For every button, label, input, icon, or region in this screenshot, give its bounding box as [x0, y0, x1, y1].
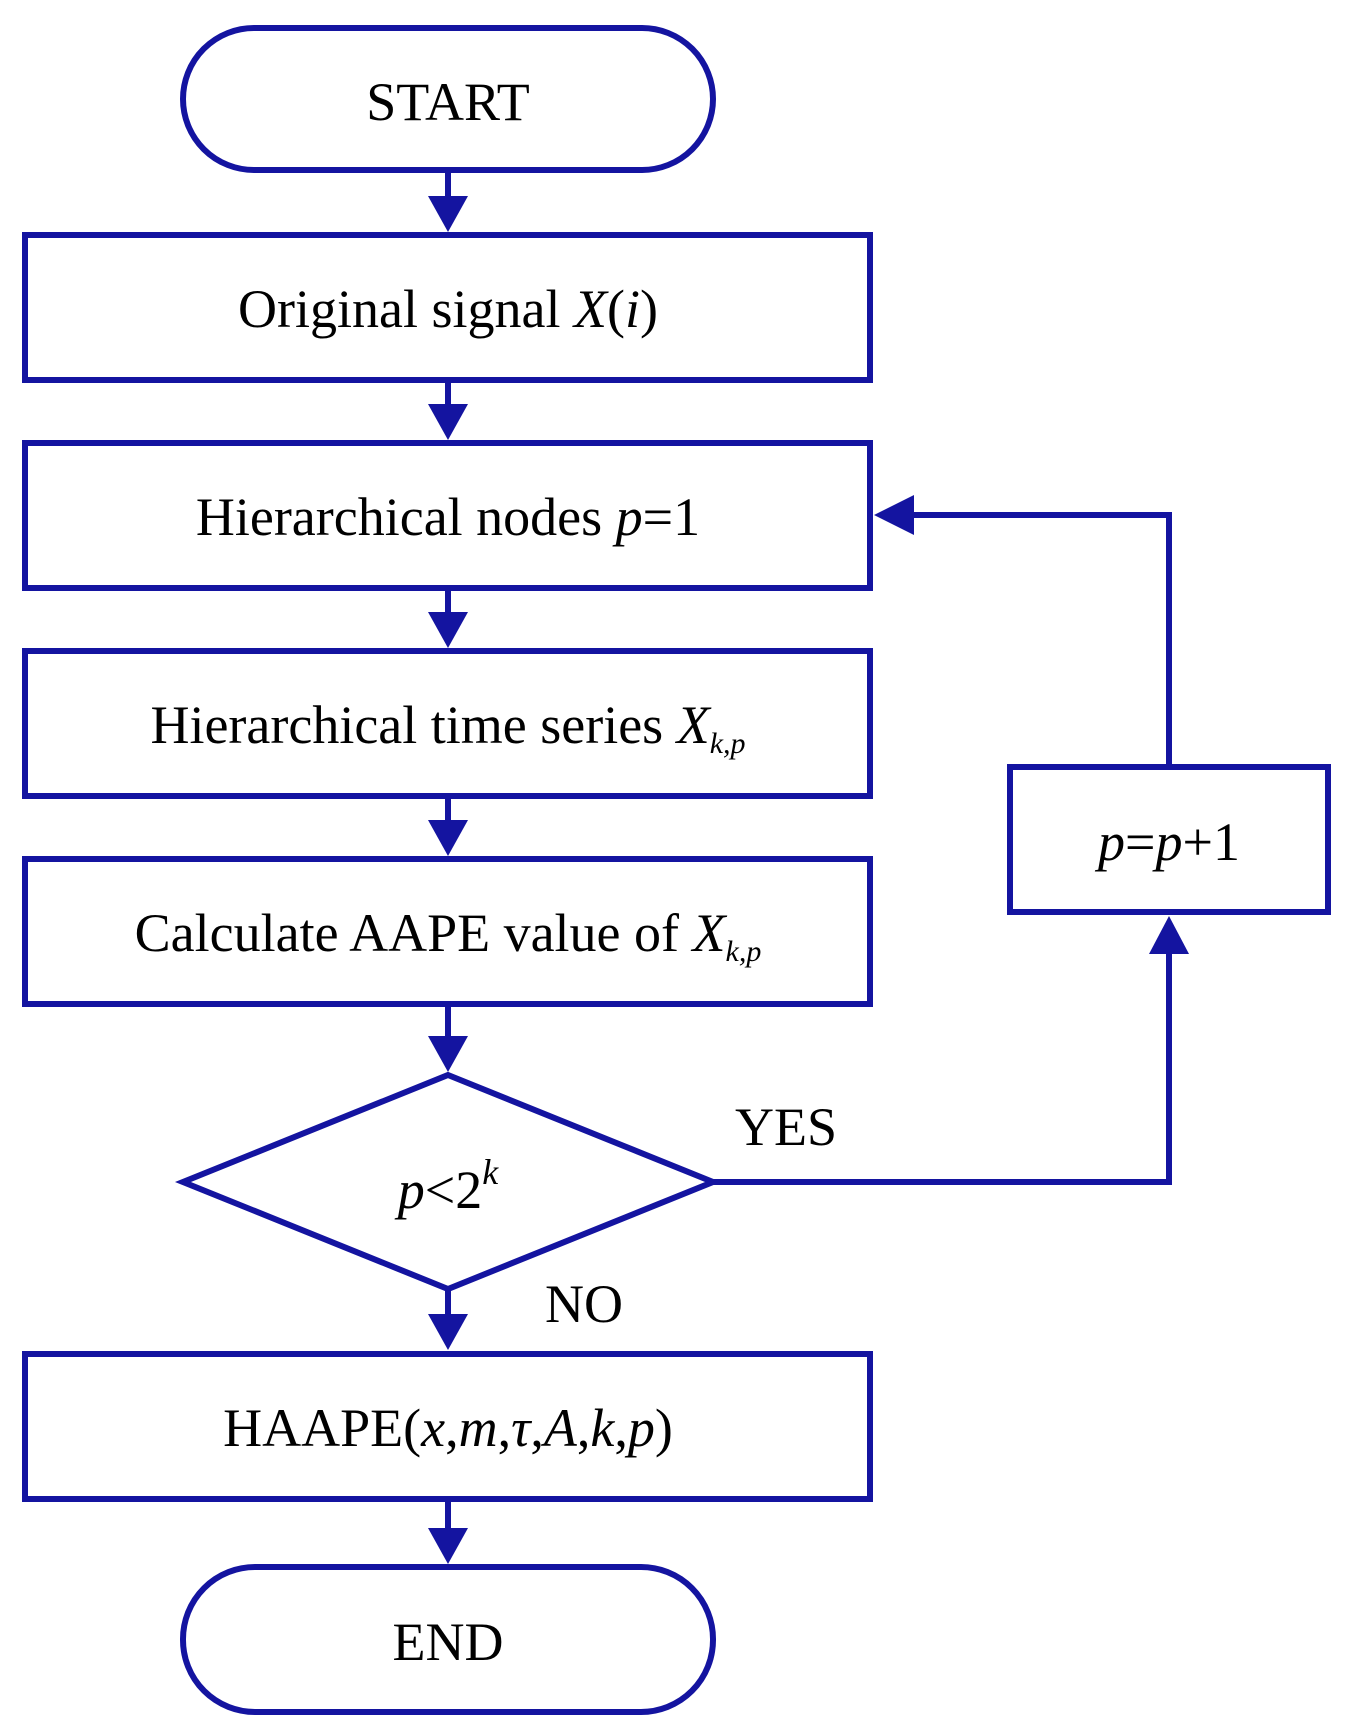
yes-label: YES	[735, 1097, 837, 1157]
hierarchical-nodes-label: Hierarchical nodes p=1	[196, 487, 700, 547]
decision-label: p<2k	[394, 1152, 499, 1220]
original-signal-box	[22, 232, 873, 383]
arrow-haape-to-end	[428, 1499, 468, 1564]
end-label: END	[393, 1612, 504, 1672]
hierarchical-series-label: Hierarchical time series Xk,p	[150, 695, 745, 760]
arrow-original-to-nodes	[428, 380, 468, 440]
arrow-yes-to-increment	[713, 916, 1189, 1185]
hierarchical-nodes-box	[22, 440, 873, 591]
arrow-start-to-original	[428, 170, 468, 232]
calculate-aape-label: Calculate AAPE value of Xk,p	[135, 903, 762, 968]
original-signal-label: Original signal X(i)	[238, 279, 658, 339]
start-label: START	[366, 72, 529, 132]
haape-label: HAAPE(x,m,τ,A,k,p)	[223, 1398, 673, 1458]
arrow-calculate-to-decision	[428, 1004, 468, 1072]
arrow-nodes-to-series	[428, 588, 468, 648]
arrow-series-to-calculate	[428, 796, 468, 856]
hierarchical-series-box	[22, 648, 873, 799]
increment-box	[1007, 764, 1331, 915]
haape-box	[22, 1351, 873, 1502]
no-label: NO	[545, 1274, 623, 1334]
end-terminal	[180, 1564, 716, 1715]
increment-label: p=p+1	[1094, 812, 1240, 872]
arrow-decision-to-haape	[428, 1289, 468, 1350]
arrow-increment-to-nodes	[874, 495, 1172, 767]
